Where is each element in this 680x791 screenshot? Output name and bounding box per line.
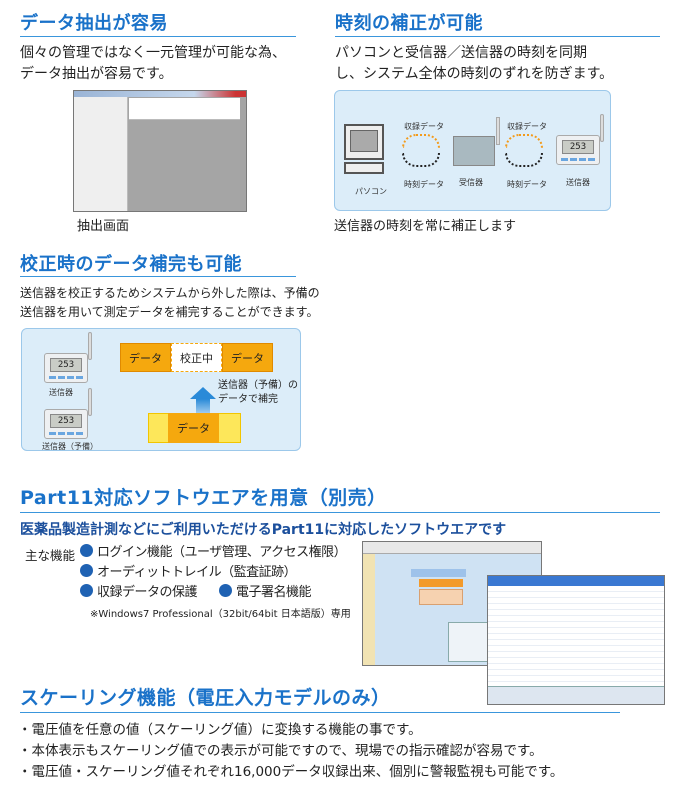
label: 収録データ [404,122,444,131]
label: 時刻データ [507,180,547,189]
section-title-part11: Part11対応ソフトウエアを用意（別売） [20,487,387,509]
feature-item: ログイン機能（ユーザ管理、アクセス権限） [80,543,347,563]
text-line: パソコンと受信器／送信器の時刻を同期 [335,45,587,61]
feature-list: ログイン機能（ユーザ管理、アクセス権限） オーディットトレイル（監査証跡） 収録… [80,543,347,603]
transmitter-icon: 253 [556,114,604,165]
extraction-screenshot [73,90,247,212]
time-sync-diagram: パソコン 収録データ 時刻データ 受信器 収録データ 時刻データ 253 送信器 [334,90,611,211]
feature-label: 電子署名機能 [236,585,312,600]
pc-label: パソコン [355,187,387,196]
section-title-data-extraction: データ抽出が容易 [20,13,168,34]
data-block: データ [168,413,219,443]
spare-transmitter-icon: 253 [44,388,92,439]
divider [335,36,660,37]
divider [20,512,660,513]
bullet-icon [219,584,233,597]
label: 収録データ [507,122,547,131]
lcd-readout: 253 [50,358,82,372]
section-text: 個々の管理ではなく一元管理が可能な為、 データ抽出が容易です。 [20,43,286,85]
text-line: データ抽出が容易です。 [20,66,173,82]
divider [20,276,296,277]
pc-base-icon [344,162,384,174]
transmitter-icon: 253 [44,332,92,383]
label: 時刻データ [404,180,444,189]
section-title-scaling: スケーリング機能（電圧入力モデルのみ） [20,687,391,709]
arrow-icon [505,134,543,148]
subtitle: 医薬品製造計測などにご利用いただけるPart11に対応したソフトウエアです [20,522,507,538]
arrow-icon [402,134,440,148]
section-title-time-correction: 時刻の補正が可能 [335,13,483,34]
feature-label: ログイン機能（ユーザ管理、アクセス権限） [97,545,347,560]
section-text: 送信器を校正するためシステムから外した際は、予備の 送信器を用いて測定データを補… [20,284,320,322]
receiver-label: 受信器 [459,178,483,187]
note-line: データで補完 [218,394,278,405]
audit-trail-screenshot [487,575,665,705]
section-text: パソコンと受信器／送信器の時刻を同期 し、システム全体の時刻のずれを防ぎます。 [335,43,613,85]
text-line: 送信器を用いて測定データを補完することができます。 [20,305,319,319]
bullet-icon [80,564,93,577]
os-note: ※Windows7 Professional（32bit/64bit 日本語版）… [90,609,351,620]
section-title-calibration: 校正時のデータ補完も可能 [20,254,242,275]
text-line: し、システム全体の時刻のずれを防ぎます。 [335,66,614,82]
feature-item: オーディットトレイル（監査証跡） [80,563,346,583]
data-block: データ [222,343,273,372]
arrow-icon [402,153,440,167]
bullet-item: ・電圧値を任意の値（スケーリング値）に変換する機能の事です。 [18,722,422,738]
text-line: 個々の管理ではなく一元管理が可能な為、 [20,45,286,61]
note-line: 送信器（予備）の [218,380,298,391]
divider [20,36,296,37]
lcd-readout: 253 [50,414,82,428]
bullet-item: ・電圧値・スケーリング値それぞれ16,000データ収録出来、個別に警報監視も可能… [18,764,564,780]
caption: 抽出画面 [77,219,130,234]
feature-label: オーディットトレイル（監査証跡） [97,565,297,580]
transmitter-label: 送信器 [49,388,73,397]
text-line: 送信器を校正するためシステムから外した際は、予備の [20,286,320,300]
bullet-item: ・本体表示もスケーリング値での表示が可能ですので、現場での指示確認が容易です。 [18,743,543,759]
transmitter-label: 送信器 [566,178,590,187]
features-label: 主な機能 [25,548,76,563]
caption: 送信器の時刻を常に補正します [334,219,517,234]
pc-icon [344,124,384,160]
note: 送信器（予備）のデータで補完 [218,379,298,407]
bullet-icon [80,544,93,557]
calibration-diagram: 253 送信器 253 送信器（予備） データ 校正中 データ 送信器（予備）の… [21,328,301,451]
feature-label: 収録データの保護 [97,585,198,600]
scaling-bullets: ・電圧値を任意の値（スケーリング値）に変換する機能の事です。 ・本体表示もスケー… [18,720,563,783]
up-arrow-icon [190,387,216,399]
data-block: データ [120,343,171,372]
feature-item: 収録データの保護 電子署名機能 [80,583,346,603]
spare-label: 送信器（予備） [42,442,98,451]
arrow-icon [505,153,543,167]
receiver-icon [453,117,500,166]
divider [20,712,620,713]
bullet-icon [80,584,93,597]
lcd-readout: 253 [562,140,594,154]
calibrating-block: 校正中 [171,343,222,372]
